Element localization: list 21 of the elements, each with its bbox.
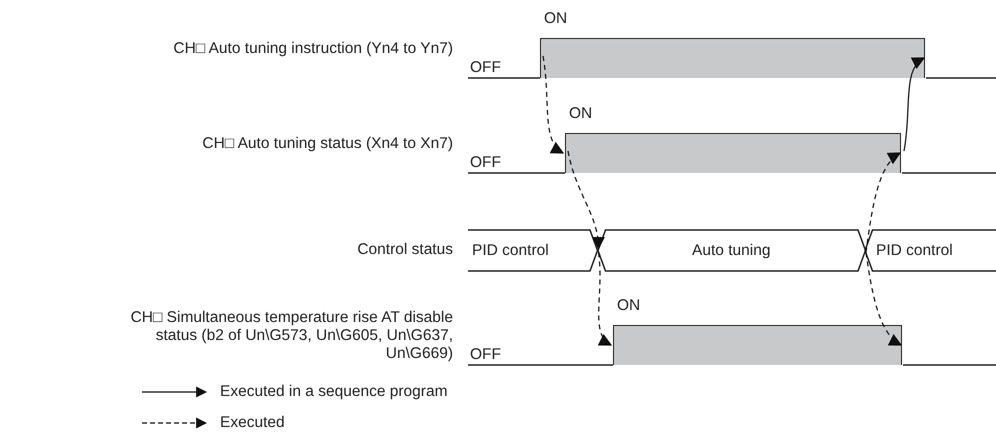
legend-text: Executed	[220, 414, 285, 432]
state-label: Auto tuning	[691, 242, 772, 260]
state-label: PID control	[876, 242, 954, 260]
signal-name: CH□ Simultaneous temperature rise AT disable status (b2 of Un\G573, Un\G605, Un\G637, Un\G669)	[130, 309, 453, 363]
state-label: OFF	[470, 154, 501, 172]
state-label: OFF	[470, 59, 501, 77]
state-label: ON	[569, 105, 592, 123]
arrow	[542, 56, 564, 154]
arrow	[903, 57, 926, 152]
state-label: ON	[617, 297, 640, 315]
state-label: ON	[544, 10, 568, 28]
arrow	[567, 150, 604, 250]
state-label: OFF	[470, 346, 501, 364]
legend-text: Executed in a sequence program	[220, 383, 448, 401]
arrow	[865, 152, 902, 253]
signal-name: CH□ Auto tuning instruction (Yn4 to Yn7)	[172, 40, 453, 58]
signal-name: CH□ Auto tuning status (Xn4 to Xn7)	[201, 135, 453, 153]
signal-name: Control status	[356, 241, 453, 259]
state-label: PID control	[472, 242, 550, 260]
arrow	[598, 252, 612, 346]
arrow	[865, 252, 902, 346]
